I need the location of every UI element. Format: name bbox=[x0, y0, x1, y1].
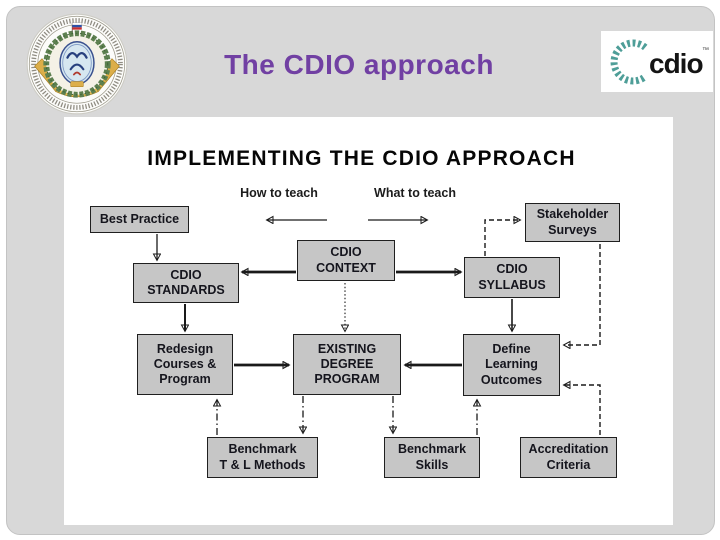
node-define-outcomes: Define Learning Outcomes bbox=[463, 334, 560, 396]
diagram-title: IMPLEMENTING THE CDIO APPROACH bbox=[147, 147, 576, 170]
node-existing-degree: EXISTING DEGREE PROGRAM bbox=[293, 334, 401, 395]
cdio-trademark-mark: ™ bbox=[702, 47, 709, 54]
node-cdio-standards: CDIO STANDARDS bbox=[133, 263, 239, 303]
node-cdio-syllabus: CDIO SYLLABUS bbox=[464, 257, 560, 298]
node-accreditation: Accreditation Criteria bbox=[520, 437, 617, 478]
university-seal-logo bbox=[26, 13, 128, 115]
node-cdio-context: CDIO CONTEXT bbox=[297, 240, 395, 281]
node-stakeholder-surveys: Stakeholder Surveys bbox=[525, 203, 620, 242]
cdio-wordmark: cdio bbox=[649, 48, 703, 79]
node-benchmark-skills: Benchmark Skills bbox=[384, 437, 480, 478]
node-best-practice: Best Practice bbox=[90, 206, 189, 233]
cdio-logo: cdio ™ bbox=[601, 31, 713, 92]
node-benchmark-tl-methods: Benchmark T & L Methods bbox=[207, 437, 318, 478]
label-how-to-teach: How to teach bbox=[240, 186, 318, 200]
node-redesign-courses: Redesign Courses & Program bbox=[137, 334, 233, 395]
cdio-swirl-icon bbox=[610, 39, 648, 85]
label-what-to-teach: What to teach bbox=[374, 186, 456, 200]
slide-title: The CDIO approach bbox=[224, 49, 494, 80]
